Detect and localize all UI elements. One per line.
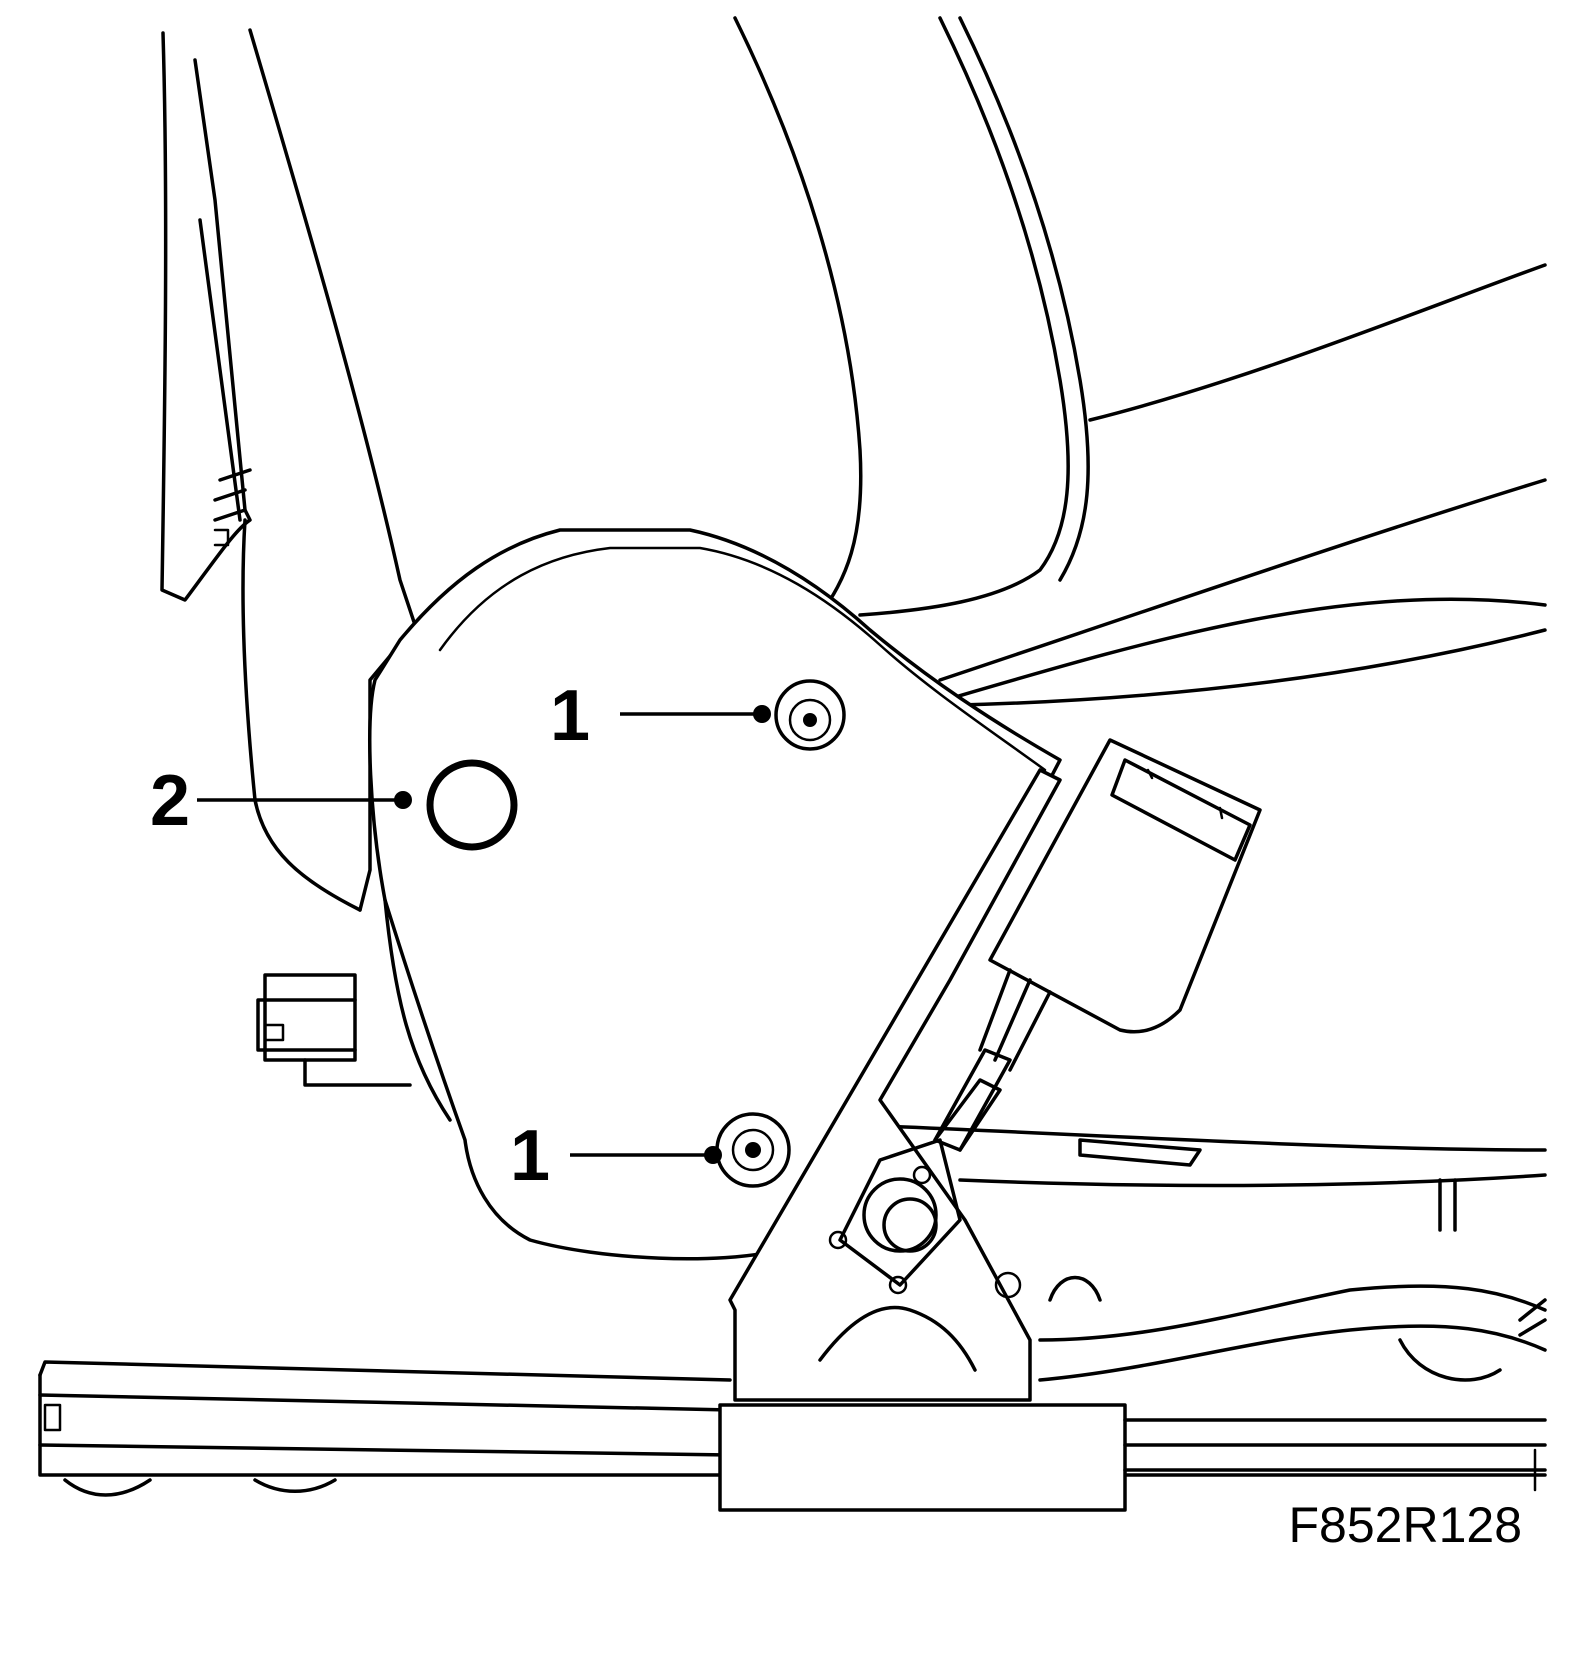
bolt-upper: [774, 679, 846, 751]
callout-leader-plug: [197, 791, 412, 809]
callout-leader-upper: [620, 705, 771, 723]
callout-leader-lower: [570, 1146, 722, 1164]
callout-label-bolt-lower: 1: [510, 1116, 550, 1196]
figure-id: F852R128: [1289, 1497, 1523, 1553]
seat-belt-buckle: [933, 738, 1262, 1152]
seat-rail: [38, 1271, 1547, 1512]
seat-frame-left: [256, 973, 412, 1087]
callout-label-bolt-upper: 1: [550, 676, 590, 756]
callout-label-cover-plug: 2: [150, 761, 190, 841]
side-cover-panel: [368, 528, 1062, 1261]
belt-anchor-bracket: [728, 768, 1062, 1402]
seat-cushion: [733, 16, 1547, 1232]
cover-plug: [426, 759, 518, 851]
